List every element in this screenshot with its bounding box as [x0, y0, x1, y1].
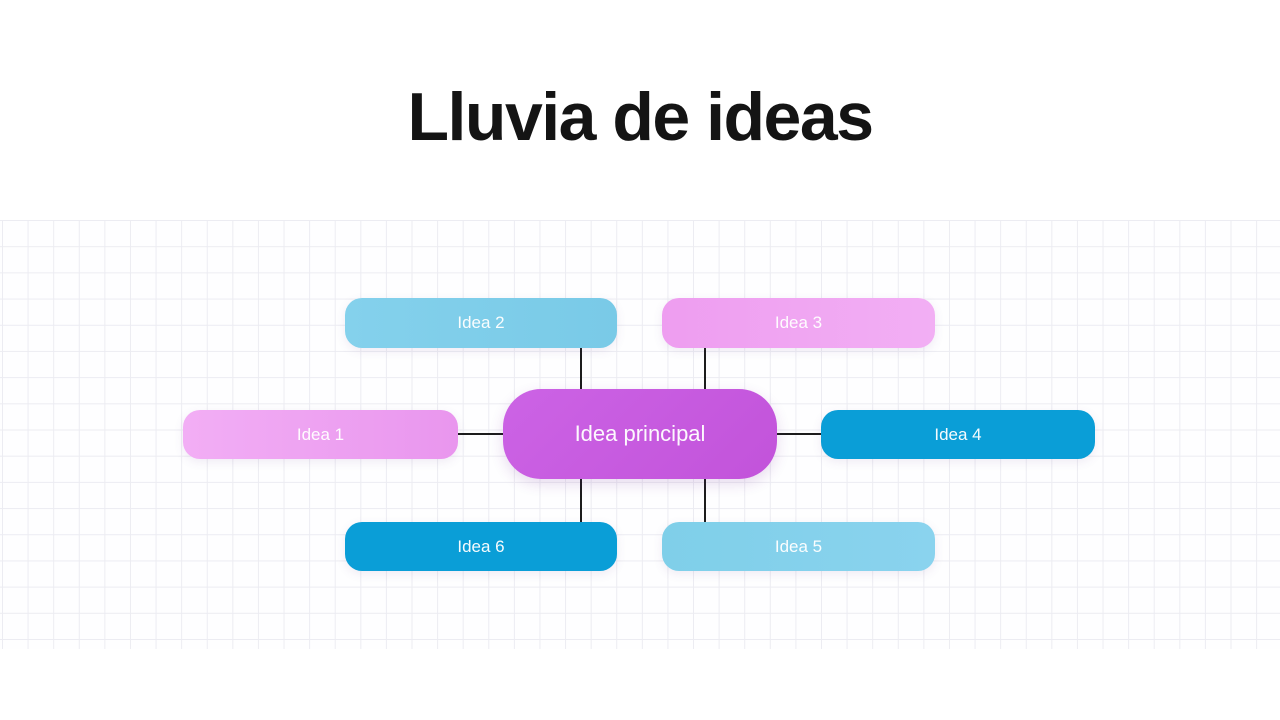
node-idea-1-label: Idea 1 [296, 424, 345, 444]
node-idea-3-label: Idea 3 [774, 313, 823, 332]
node-idea-6[interactable]: Idea 6 [345, 522, 617, 571]
node-idea-principal-label: Idea principal [574, 421, 706, 446]
connector-center-idea6 [580, 478, 582, 522]
node-idea-2-label: Idea 2 [457, 313, 505, 332]
node-idea-4[interactable]: Idea 4 [821, 410, 1095, 459]
connector-center-idea5 [704, 478, 706, 522]
node-idea-2[interactable]: Idea 2 [345, 298, 617, 348]
connector-center-idea2 [580, 348, 582, 390]
connector-center-idea1 [458, 433, 504, 435]
connector-center-idea3 [704, 348, 706, 390]
slide-title: Lluvia de ideas [407, 79, 874, 155]
node-idea-5-label: Idea 5 [774, 536, 823, 556]
node-idea-5[interactable]: Idea 5 [662, 522, 935, 571]
node-idea-3[interactable]: Idea 3 [662, 298, 935, 348]
node-idea-6-label: Idea 6 [457, 536, 505, 556]
node-idea-1[interactable]: Idea 1 [183, 410, 458, 459]
connector-center-idea4 [776, 433, 822, 435]
node-idea-4-label: Idea 4 [934, 424, 982, 444]
node-idea-principal[interactable]: Idea principal [503, 389, 777, 479]
